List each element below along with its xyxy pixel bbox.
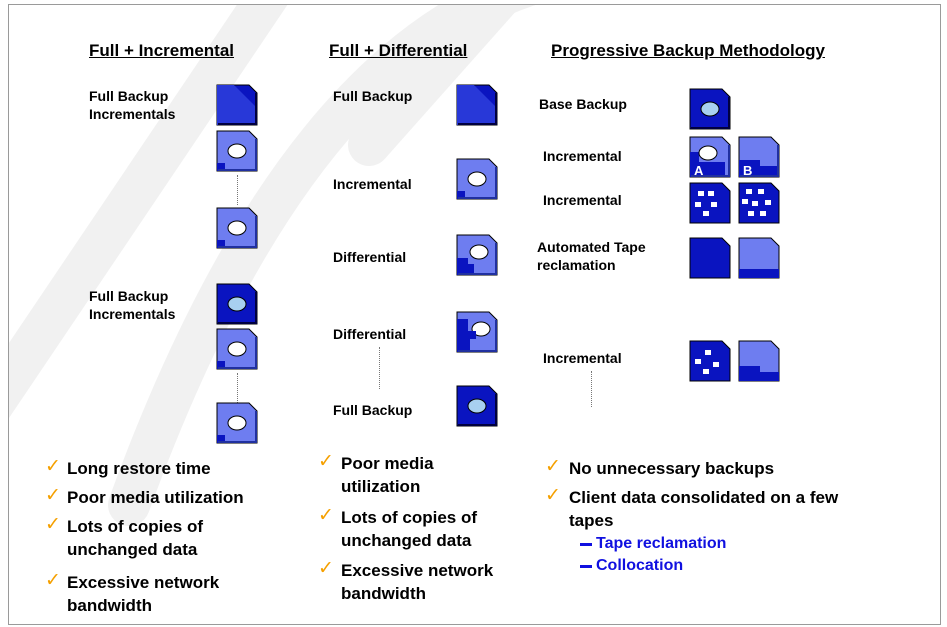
dotted-connector — [379, 347, 380, 389]
dotted-connector — [591, 371, 592, 407]
tape-differential-icon — [456, 311, 498, 353]
bullet-text: unchanged data — [341, 531, 472, 550]
bullet-text: Poor media utilization — [67, 488, 244, 507]
heading-full-incremental: Full + Incremental — [89, 41, 235, 60]
tape-incremental-icon — [216, 130, 258, 172]
dash-icon — [580, 543, 592, 546]
label-full-backup: Full Backup — [333, 88, 413, 104]
dash-icon — [580, 565, 592, 568]
tape-incremental-icon — [216, 328, 258, 370]
label-incrementals: Incrementals — [89, 306, 176, 322]
checkmark-icon: ✓ — [318, 505, 334, 526]
label-incremental: Incremental — [543, 148, 622, 164]
checkmark-icon: ✓ — [318, 558, 334, 579]
tape-full-backup-icon — [456, 385, 498, 427]
label-incrementals: Incrementals — [89, 106, 176, 122]
tape-incremental-b-icon: B — [738, 136, 780, 178]
bullet-text: tapes — [569, 511, 614, 530]
bullet-text: Lots of copies of — [67, 517, 203, 536]
bullet-text: No unnecessary backups — [569, 459, 775, 478]
checkmark-icon: ✓ — [45, 514, 61, 535]
checkmark-icon: ✓ — [545, 456, 561, 477]
tape-full-backup-icon — [216, 84, 258, 126]
tape-incremental-icon — [216, 402, 258, 444]
label-automated-tape-reclamation: reclamation — [537, 257, 616, 273]
tape-consolidated-icon — [738, 237, 780, 279]
tape-letter-a: A — [694, 163, 704, 178]
bullet-text: Poor media — [341, 454, 434, 473]
checkmark-icon: ✓ — [45, 456, 61, 477]
tape-incremental-a-icon: A — [689, 136, 731, 178]
diagram-frame: Full + Incremental Full + Differential P… — [8, 4, 941, 625]
label-incremental: Incremental — [543, 350, 622, 366]
tape-incremental-icon — [216, 207, 258, 249]
label-base-backup: Base Backup — [539, 96, 627, 112]
bullet-text: bandwidth — [341, 584, 426, 603]
heading-progressive: Progressive Backup Methodology — [551, 41, 825, 60]
label-full-backup: Full Backup — [89, 88, 169, 104]
tape-full-backup-icon — [216, 283, 258, 325]
tape-fragmented-icon — [689, 182, 731, 224]
tape-fragmented-icon — [738, 182, 780, 224]
tape-consolidated-icon — [738, 340, 780, 382]
bullet-text: Lots of copies of — [341, 508, 477, 527]
heading-full-differential: Full + Differential — [329, 41, 468, 60]
bullet-text: bandwidth — [67, 596, 152, 615]
tape-fragmented-icon — [689, 340, 731, 382]
checkmark-icon: ✓ — [545, 485, 561, 506]
label-automated-tape-reclamation: Automated Tape — [537, 239, 646, 255]
sub-item-text: Tape reclamation — [596, 535, 727, 552]
label-full-backup: Full Backup — [333, 402, 413, 418]
label-full-backup: Full Backup — [89, 288, 169, 304]
tape-reclaimed-icon — [689, 237, 731, 279]
checkmark-icon: ✓ — [45, 485, 61, 506]
label-differential: Differential — [333, 326, 407, 342]
tape-base-backup-icon — [689, 88, 731, 130]
label-differential: Differential — [333, 249, 407, 265]
label-incremental: Incremental — [333, 176, 412, 192]
bullet-text: Long restore time — [67, 459, 211, 478]
tape-full-backup-icon — [456, 84, 498, 126]
sub-item-text: Collocation — [596, 557, 684, 574]
bullet-text: unchanged data — [67, 540, 198, 559]
bullet-text: utilization — [341, 477, 421, 496]
tape-differential-icon — [456, 234, 498, 276]
checkmark-icon: ✓ — [45, 570, 61, 591]
dotted-connector — [237, 175, 238, 205]
checkmark-icon: ✓ — [318, 451, 334, 472]
bullet-text: Excessive network — [67, 573, 220, 592]
tape-incremental-icon — [456, 158, 498, 200]
bullet-text: Excessive network — [341, 561, 494, 580]
dotted-connector — [237, 373, 238, 403]
tape-letter-b: B — [743, 163, 752, 178]
bullet-text: Client data consolidated on a few — [569, 488, 839, 507]
label-incremental: Incremental — [543, 192, 622, 208]
